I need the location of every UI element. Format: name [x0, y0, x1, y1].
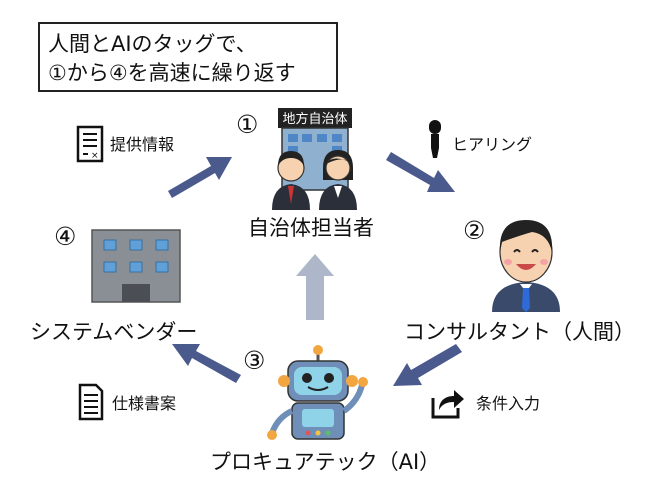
edge-label-spec: 仕様書案: [112, 394, 177, 413]
node-label-ai: プロキュアテック（AI）: [210, 450, 441, 474]
title-box: 人間とAIのタッグで、 ①から④を高速に繰り返す: [38, 22, 338, 92]
document-icon: ×: [76, 125, 104, 163]
node-label-vendor: システムベンダー: [30, 320, 198, 344]
robot-illustration: [267, 345, 368, 440]
node-label-consultant: コンサルタント（人間）: [404, 320, 635, 344]
svg-text:×: ×: [91, 151, 99, 161]
edge-label-conditions: 条件入力: [476, 394, 541, 413]
node-label-municipality: 自治体担当者: [248, 216, 374, 240]
microphone-icon: [429, 120, 441, 158]
edge-label-provide-info: 提供情報: [110, 135, 175, 154]
municipality-illustration: 地方自治体: [272, 108, 357, 210]
consultant-illustration: [492, 220, 560, 312]
building-sign: 地方自治体: [282, 111, 347, 127]
title-line-2: ①から④を高速に繰り返す: [48, 61, 296, 85]
step-number-3: ③: [243, 346, 266, 375]
arrow-consultant-to-ai: [393, 344, 462, 386]
step-number-2: ②: [463, 216, 486, 245]
edge-label-hearing: ヒアリング: [452, 135, 533, 154]
man-icon: [272, 151, 310, 210]
vendor-building-illustration: [91, 229, 181, 303]
arrow-municipality-to-consultant: [386, 152, 455, 192]
arrow-vendor-to-municipality: [168, 157, 232, 198]
step-number-4: ④: [54, 222, 77, 251]
woman-icon: [319, 150, 357, 210]
arrow-ai-to-municipality: [296, 254, 334, 320]
arrow-ai-to-vendor: [172, 344, 241, 383]
title-line-1: 人間とAIのタッグで、: [48, 32, 257, 56]
spec-document-icon: [78, 383, 104, 421]
share-icon: [431, 390, 464, 419]
step-number-1: ①: [236, 110, 259, 139]
